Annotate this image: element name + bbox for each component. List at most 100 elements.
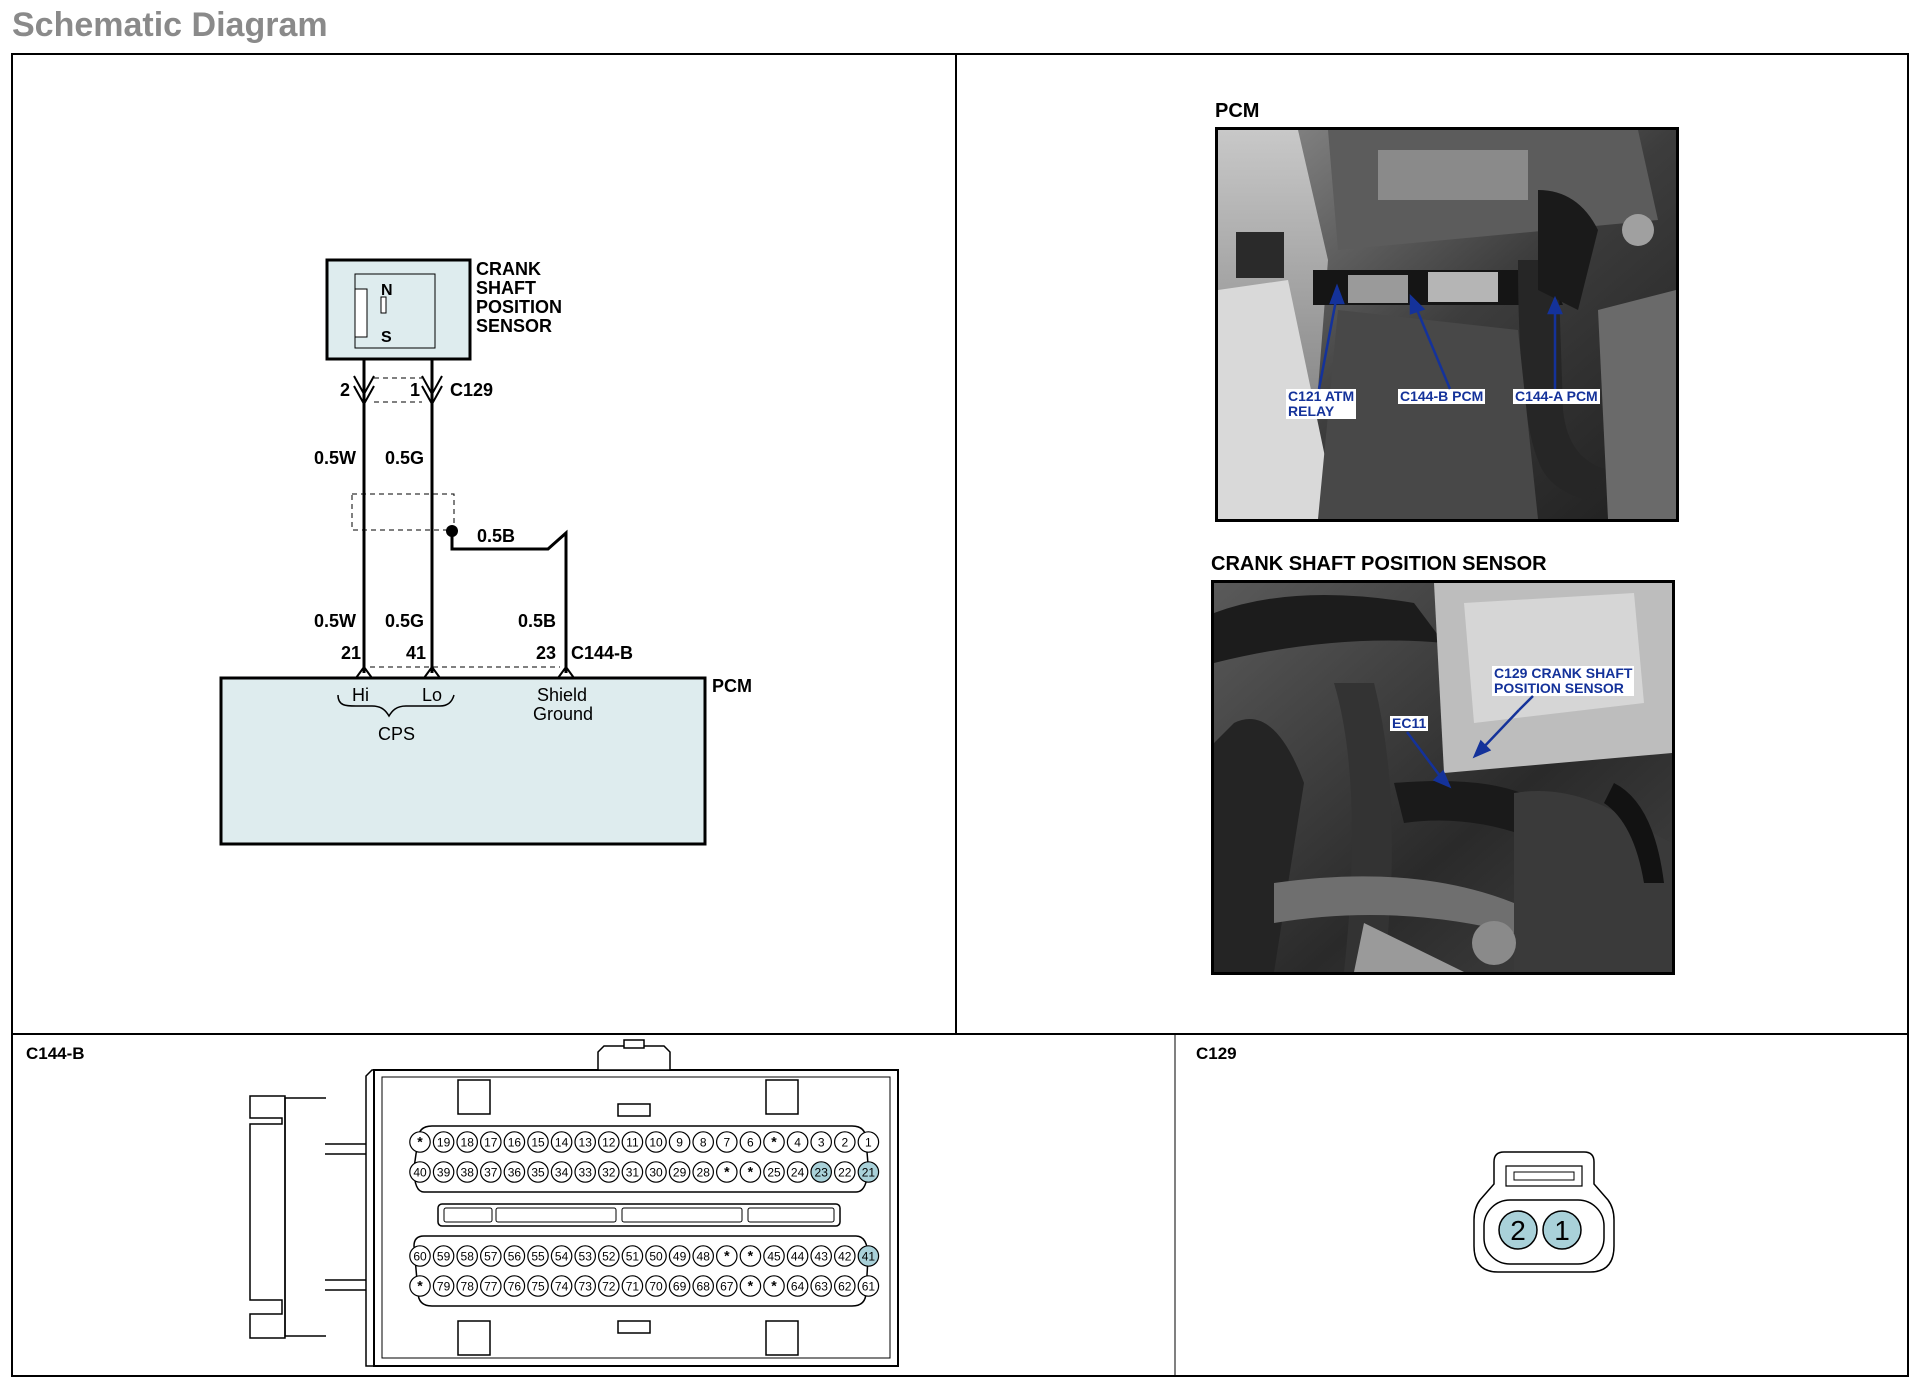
- c144b-pin-circle: [810, 1275, 832, 1297]
- c144b-pin-label: 79: [437, 1280, 451, 1294]
- c144b-pin-circle: [550, 1131, 573, 1153]
- c144b-pin: 18: [456, 1131, 478, 1153]
- c144b-pin: 25: [763, 1161, 785, 1183]
- c144b-pin: 74: [550, 1275, 573, 1297]
- c144b-pin: 1: [857, 1131, 880, 1153]
- c144b-pin-circle: [833, 1131, 856, 1153]
- c144b-pin-circle: [715, 1131, 738, 1153]
- pcm-pin-shield-number: 23: [536, 643, 556, 663]
- c144b-pin-circle: [597, 1245, 620, 1267]
- wire-lo-color-top: 0.5G: [385, 448, 424, 468]
- shield-label-line2: Ground: [533, 704, 593, 724]
- c144b-pin-circle: [432, 1131, 455, 1153]
- c144b-pin-circle: [574, 1275, 596, 1297]
- c144b-pin: 79: [432, 1275, 455, 1297]
- c144b-pin-label: 33: [579, 1166, 593, 1180]
- c144b-pin-label: 2: [841, 1136, 848, 1150]
- c144b-top-key: [597, 1045, 671, 1071]
- c144b-pin-circle: [739, 1131, 762, 1153]
- c144b-pin-circle: [574, 1161, 596, 1183]
- c144b-pin-label: 71: [626, 1280, 640, 1294]
- c144b-pin: 53: [574, 1245, 596, 1267]
- arrow-c144b-head: [1409, 293, 1426, 315]
- c144b-pin: 7: [715, 1131, 738, 1153]
- c144b-pin-circle: [479, 1131, 502, 1153]
- c144b-pin-label: 28: [697, 1166, 711, 1180]
- c144b-pin-circle: [810, 1131, 832, 1153]
- c144b-pin-circle: [550, 1275, 573, 1297]
- callout-c144b-pcm: C144-B PCM: [1398, 388, 1486, 404]
- sensor-label: CRANK SHAFT POSITION SENSOR: [476, 259, 567, 336]
- c144b-pin-label: 72: [602, 1280, 616, 1294]
- c144b-pin: 38: [456, 1161, 478, 1183]
- c144b-pin: 70: [645, 1275, 667, 1297]
- c144b-pin: 44: [786, 1245, 809, 1267]
- arrow-c144b: [1413, 304, 1452, 390]
- c144b-pin: 21: [857, 1161, 880, 1183]
- c144b-pin-circle: [833, 1245, 856, 1267]
- c144b-pin: *: [409, 1131, 431, 1153]
- c144b-pin-label: *: [748, 1164, 754, 1180]
- c144b-pin-label: 74: [555, 1280, 569, 1294]
- c144b-pin-circle: [550, 1245, 573, 1267]
- c144b-pin-circle: [763, 1245, 785, 1267]
- c144b-pin-label: 6: [747, 1136, 754, 1150]
- c144b-pin-label: 29: [673, 1166, 687, 1180]
- c144b-pin: 23: [810, 1161, 832, 1183]
- c144b-pin-circle: [692, 1245, 714, 1267]
- c144b-pin: 64: [786, 1275, 809, 1297]
- c144b-pin-label: 24: [791, 1166, 805, 1180]
- c144b-pin: 51: [621, 1245, 644, 1267]
- c129-connector-outline: [374, 377, 422, 403]
- shield-label-line1: Shield: [537, 685, 587, 705]
- c144b-pin-label: 67: [720, 1280, 734, 1294]
- wire-hi-color-bottom: 0.5W: [314, 611, 356, 631]
- c144b-pin: 10: [645, 1131, 667, 1153]
- c144b-pin-circle: [692, 1131, 714, 1153]
- c144b-pin-label: 9: [676, 1136, 683, 1150]
- c144b-pin-circle: [763, 1131, 785, 1153]
- pcm-pin-terminals: [355, 665, 575, 679]
- c144b-pin-label: 25: [767, 1166, 781, 1180]
- c144b-pin: 42: [833, 1245, 856, 1267]
- sensor-box: [325, 258, 472, 361]
- c144b-pin-label: 42: [838, 1250, 852, 1264]
- c144b-pin-circle: [479, 1161, 502, 1183]
- c144b-pin-label: 37: [484, 1166, 498, 1180]
- c144b-pin: 54: [550, 1245, 573, 1267]
- c144b-pin-circle: [692, 1161, 714, 1183]
- c144b-pin-label: 44: [791, 1250, 805, 1264]
- c144b-pin: 61: [857, 1275, 880, 1297]
- c144b-pin: 67: [715, 1275, 738, 1297]
- c144b-pin: 45: [763, 1245, 785, 1267]
- c144b-pin-circle: [668, 1131, 691, 1153]
- wire-lo-color-bottom: 0.5G: [385, 611, 424, 631]
- c144b-pin-label: 59: [437, 1250, 451, 1264]
- c144b-pin-circle: [668, 1245, 691, 1267]
- c144b-pin-circle: [409, 1161, 431, 1183]
- c144b-pin-circle: [574, 1131, 596, 1153]
- c144b-pin-label: 75: [531, 1280, 545, 1294]
- c144b-pin-circle: [857, 1245, 880, 1267]
- c144b-pin-circle: [715, 1275, 738, 1297]
- c144b-pin: 12: [597, 1131, 620, 1153]
- c144b-pin-circle: [810, 1245, 832, 1267]
- c144b-rails: [325, 1143, 370, 1291]
- pcm-location-photo: [1215, 127, 1679, 522]
- c144b-key-segment-1: [443, 1207, 493, 1223]
- c144b-pin-circle: [645, 1161, 667, 1183]
- c144b-pin: 8: [692, 1131, 714, 1153]
- c144b-pin-label: 73: [579, 1280, 593, 1294]
- c129-pin-2: [1498, 1210, 1538, 1250]
- c144b-pin-label: 39: [437, 1166, 451, 1180]
- c144b-pin: 33: [574, 1161, 596, 1183]
- c144b-key-segment-3: [621, 1207, 743, 1223]
- c144b-pin: 39: [432, 1161, 455, 1183]
- c144b-pin-circle: [668, 1275, 691, 1297]
- callout-c121-line2: RELAY: [1288, 403, 1335, 419]
- c144b-pin: *: [739, 1245, 762, 1267]
- c144b-top-slot: [617, 1103, 651, 1117]
- c144b-pin-label: 77: [484, 1280, 498, 1294]
- c144b-pin: 62: [833, 1275, 856, 1297]
